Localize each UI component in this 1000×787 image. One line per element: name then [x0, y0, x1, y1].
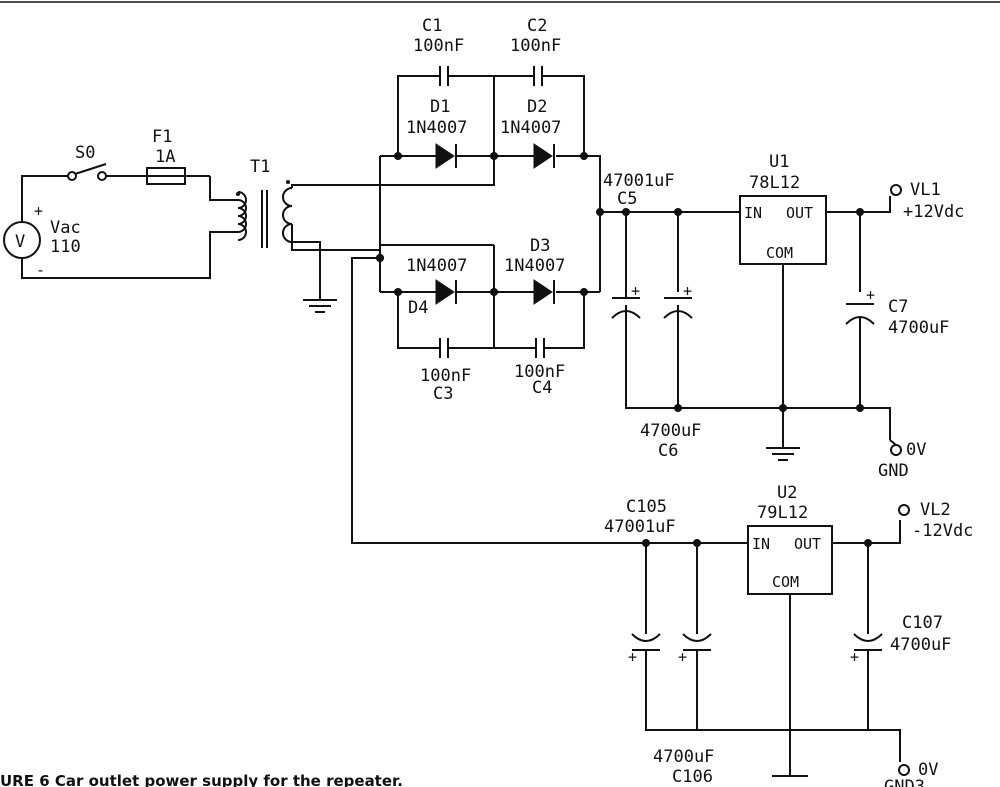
negative-junctions: [376, 254, 872, 547]
u2-ref: U2: [777, 483, 797, 503]
source-symbol: V: [15, 232, 25, 252]
d4-ref: D4: [408, 298, 428, 318]
diode-d4: D4 1N4007: [406, 256, 467, 318]
terminal-gnd: 0V GND: [878, 439, 926, 481]
fuse-ref: F1: [152, 127, 172, 147]
c4-ref: C4: [532, 378, 552, 398]
c6-ref: C6: [658, 441, 678, 461]
ground-symbol-t1: [303, 299, 337, 313]
regulator-u1: U1 78L12 IN OUT COM: [739, 152, 827, 265]
diode-d2: D2 1N4007: [500, 97, 561, 169]
c7-ref: C7: [888, 297, 908, 317]
capacitor-c5: + 47001uF C5: [603, 171, 675, 319]
c5-ref: C5: [617, 189, 637, 209]
source-wires: [21, 175, 238, 279]
d2-value: 1N4007: [500, 118, 561, 138]
c107-value: 4700uF: [890, 635, 951, 655]
regulator-u2: U2 79L12 IN OUT COM: [747, 483, 833, 595]
d3-ref: D3: [530, 236, 550, 256]
c5-value: 47001uF: [603, 171, 675, 191]
capacitor-c105: + C105 47001uF: [604, 497, 676, 666]
capacitor-c7: + C7 4700uF: [845, 286, 949, 338]
c2-value: 100nF: [510, 36, 561, 56]
c7-plus: +: [866, 286, 875, 304]
vl1-ref: VL1: [910, 180, 941, 200]
c107-plus: +: [850, 648, 859, 666]
vl2-ref: VL2: [920, 500, 951, 520]
d3-value: 1N4007: [504, 256, 565, 276]
c105-value: 47001uF: [604, 517, 676, 537]
gnd-value: 0V: [906, 440, 926, 460]
u1-ref: U1: [769, 152, 789, 172]
gnd3-ref: GND3: [884, 777, 925, 787]
figure-caption: URE 6 Car outlet power supply for the re…: [0, 772, 403, 787]
u1-pin-com: COM: [766, 244, 793, 262]
fuse-f1: F1 1A: [146, 127, 238, 201]
transformer-t1: T1: [236, 157, 293, 248]
c106-plus: +: [678, 648, 687, 666]
terminal-gnd3: 0V GND3: [884, 760, 938, 787]
c7-value: 4700uF: [888, 318, 949, 338]
capacitor-c106: + 4700uF C106: [653, 633, 714, 787]
u2-pin-in: IN: [752, 535, 770, 553]
u1-pin-out: OUT: [786, 204, 813, 222]
u1-pin-in: IN: [744, 204, 762, 222]
ground-symbol-u1: [766, 447, 800, 461]
c5-plus: +: [631, 282, 640, 300]
source-value-line2: 110: [50, 237, 81, 257]
gnd-ref: GND: [878, 461, 909, 481]
vl1-value: +12Vdc: [903, 202, 964, 222]
c107-ref: C107: [902, 613, 943, 633]
positive-rail-wires: [600, 196, 891, 448]
u2-part: 79L12: [757, 503, 808, 523]
u1-part: 78L12: [749, 173, 800, 193]
source-minus: -: [36, 261, 45, 279]
switch-s0: S0: [67, 143, 147, 181]
u2-pin-com: COM: [772, 573, 799, 591]
capacitor-c1: C1 100nF: [413, 16, 464, 86]
ac-source: V + - Vac 110: [3, 202, 81, 279]
c105-ref: C105: [626, 497, 667, 517]
secondary-wires: [291, 156, 495, 300]
diode-d3: D3 1N4007: [504, 236, 565, 305]
c6-plus: +: [683, 282, 692, 300]
c3-value: 100nF: [420, 366, 471, 386]
terminal-vl2: VL2 -12Vdc: [898, 500, 973, 541]
c106-value: 4700uF: [653, 747, 714, 767]
c1-ref: C1: [422, 16, 442, 36]
d1-ref: D1: [430, 97, 450, 117]
c2-ref: C2: [527, 16, 547, 36]
c105-plus: +: [628, 648, 637, 666]
fuse-value: 1A: [155, 147, 175, 167]
source-plus: +: [34, 202, 43, 220]
capacitor-c107: + C107 4700uF: [850, 613, 951, 666]
d1-value: 1N4007: [406, 118, 467, 138]
capacitor-c4: 100nF C4: [514, 338, 565, 398]
switch-ref: S0: [75, 143, 95, 163]
c3-ref: C3: [433, 384, 453, 404]
transformer-ref: T1: [250, 157, 270, 177]
diode-d1: D1 1N4007: [406, 97, 467, 169]
capacitor-c2: C2 100nF: [510, 16, 561, 86]
capacitor-c3: 100nF C3: [420, 338, 471, 404]
gnd3-value: 0V: [918, 760, 938, 780]
c1-value: 100nF: [413, 36, 464, 56]
negative-rail-wires: [351, 257, 901, 776]
capacitor-c6: + 4700uF C6: [640, 282, 701, 461]
u2-pin-out: OUT: [794, 535, 821, 553]
terminal-vl1: VL1 +12Vdc: [890, 180, 964, 222]
vl2-value: -12Vdc: [912, 521, 973, 541]
d2-ref: D2: [527, 97, 547, 117]
bridge-wires: [379, 75, 601, 349]
d4-value: 1N4007: [406, 256, 467, 276]
c6-value: 4700uF: [640, 421, 701, 441]
positive-junctions: [622, 208, 864, 412]
c106-ref: C106: [672, 767, 713, 787]
source-value-line1: Vac: [50, 218, 81, 238]
c4-value: 100nF: [514, 362, 565, 382]
